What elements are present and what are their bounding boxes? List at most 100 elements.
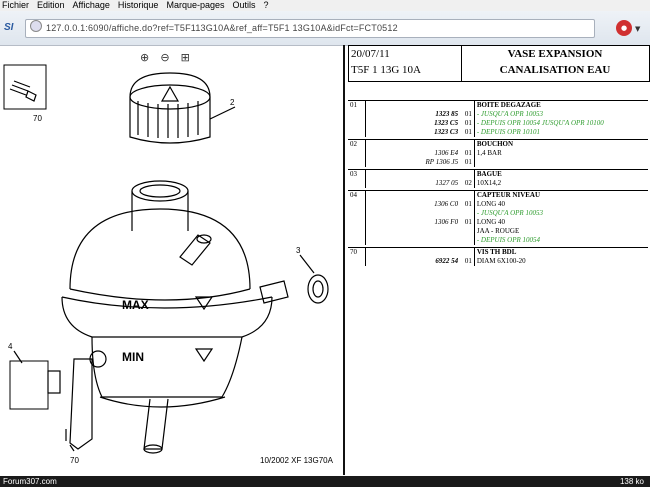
- menu-historique[interactable]: Historique: [117, 0, 159, 10]
- callout-4: 4: [8, 342, 13, 351]
- part-qty: [460, 247, 475, 257]
- part-desc: - DEPUIS OPR 10054 JUSQU'A OPR 10100: [476, 119, 604, 127]
- part-number: [348, 227, 367, 236]
- part-desc: BAGUE: [474, 169, 648, 179]
- part-ref: 1306 F0: [434, 218, 459, 226]
- part-qty: [460, 100, 475, 110]
- max-label: MAX: [122, 298, 149, 312]
- zoom-fit-icon[interactable]: ⊞: [180, 51, 190, 64]
- chevron-down-icon[interactable]: ▼: [635, 25, 641, 33]
- address-bar[interactable]: 127.0.0.1:6090/affiche.do?ref=T5F113G10A…: [25, 19, 595, 38]
- part-desc: [474, 158, 648, 167]
- part-qty: 01: [460, 119, 475, 128]
- part-number: 70: [348, 247, 367, 257]
- menu-bar: Fichier Edition Affichage Historique Marque-…: [0, 0, 650, 11]
- menu-edition[interactable]: Edition: [37, 0, 65, 10]
- browser-toolbar: SI 127.0.0.1:6090/affiche.do?ref=T5F113G…: [0, 11, 650, 46]
- callout-3: 3: [296, 246, 301, 255]
- addon-icon[interactable]: ●: [616, 20, 632, 36]
- part-desc: - JUSQU'A OPR 10053: [476, 209, 543, 217]
- part-desc: VIS TH BDL: [474, 247, 648, 257]
- zoom-in-icon[interactable]: ⊕: [140, 51, 150, 64]
- part-ref: RP 1306 J5: [425, 158, 459, 166]
- status-bar: Forum307.com 138 ko: [0, 476, 650, 487]
- part-desc: - DEPUIS OPR 10101: [476, 128, 541, 136]
- site-logo-icon[interactable]: SI: [4, 22, 14, 33]
- menu-affichage[interactable]: Affichage: [72, 0, 110, 10]
- part-number: 03: [348, 169, 367, 179]
- table-row: 02 BOUCHON: [348, 139, 648, 149]
- part-number: [348, 128, 367, 137]
- part-number: [348, 236, 367, 245]
- part-qty: [460, 209, 475, 218]
- part-desc: - DEPUIS OPR 10054: [476, 236, 541, 244]
- part-ref: [366, 236, 460, 245]
- callout-70-top: 70: [33, 114, 42, 123]
- part-number: 02: [348, 139, 367, 149]
- part-desc: - JUSQU'A OPR 10053: [476, 110, 543, 118]
- table-row: 03 BAGUE: [348, 169, 648, 179]
- menu-help[interactable]: ?: [263, 0, 269, 10]
- part-ref: 1323 C3: [434, 128, 459, 136]
- part-ref: 1306 C0: [434, 200, 459, 208]
- part-ref: 1327 05: [435, 179, 459, 187]
- menu-marque-pages[interactable]: Marque-pages: [166, 0, 225, 10]
- menu-fichier[interactable]: Fichier: [2, 0, 30, 10]
- header-code: T5F 1 13G 10A: [351, 64, 421, 76]
- panel-divider: [343, 45, 345, 475]
- part-qty: 01: [460, 110, 475, 119]
- part-ref: 1306 E4: [434, 149, 459, 157]
- part-qty: 01: [460, 218, 475, 227]
- group-spacer: [348, 266, 648, 268]
- part-qty: [460, 169, 475, 179]
- part-qty: 02: [460, 179, 475, 188]
- part-qty: [460, 190, 475, 200]
- part-number: [348, 209, 367, 218]
- header-left: [349, 46, 462, 81]
- part-ref: 6922 54: [435, 257, 459, 265]
- part-number: [348, 110, 367, 119]
- table-row: - JUSQU'A OPR 10053: [348, 209, 648, 218]
- part-desc: JAA - ROUGE: [476, 227, 520, 235]
- part-ref: 1323 85: [435, 110, 459, 118]
- status-site: Forum307.com: [3, 477, 57, 486]
- part-ref: [366, 209, 460, 218]
- part-qty: [460, 227, 475, 236]
- part-number: [348, 218, 367, 227]
- callout-2: 2: [230, 98, 235, 107]
- menu-outils[interactable]: Outils: [232, 0, 256, 10]
- part-qty: [460, 236, 475, 245]
- part-ref: [365, 139, 461, 149]
- part-number: [348, 158, 367, 167]
- page-content: ⊕ ⊖ ⊞: [0, 45, 650, 475]
- part-desc: BOUCHON: [474, 139, 648, 149]
- zoom-tools: ⊕ ⊖ ⊞: [140, 46, 196, 64]
- header-block: 20/07/11 T5F 1 13G 10A VASE EXPANSION CA…: [348, 45, 650, 82]
- part-qty: 01: [460, 257, 475, 266]
- part-number: 01: [348, 100, 367, 110]
- table-row: - DEPUIS OPR 10054: [348, 236, 648, 245]
- url-text: 127.0.0.1:6090/affiche.do?ref=T5F113G10A…: [46, 23, 398, 33]
- part-ref: [366, 227, 460, 236]
- globe-icon: [30, 20, 42, 32]
- table-row: JAA - ROUGE: [348, 227, 648, 236]
- part-number: [348, 149, 367, 158]
- part-qty: 01: [460, 200, 475, 209]
- min-label: MIN: [122, 350, 144, 364]
- part-desc: DIAM 6X100-20: [476, 257, 526, 265]
- part-desc: 1,4 BAR: [476, 149, 502, 157]
- part-qty: 01: [460, 158, 475, 167]
- header-title-2: CANALISATION EAU: [499, 64, 611, 76]
- zoom-out-icon[interactable]: ⊖: [160, 51, 170, 64]
- table-row: 70 VIS TH BDL: [348, 247, 648, 257]
- part-ref: [365, 169, 461, 179]
- part-ref: [365, 100, 461, 110]
